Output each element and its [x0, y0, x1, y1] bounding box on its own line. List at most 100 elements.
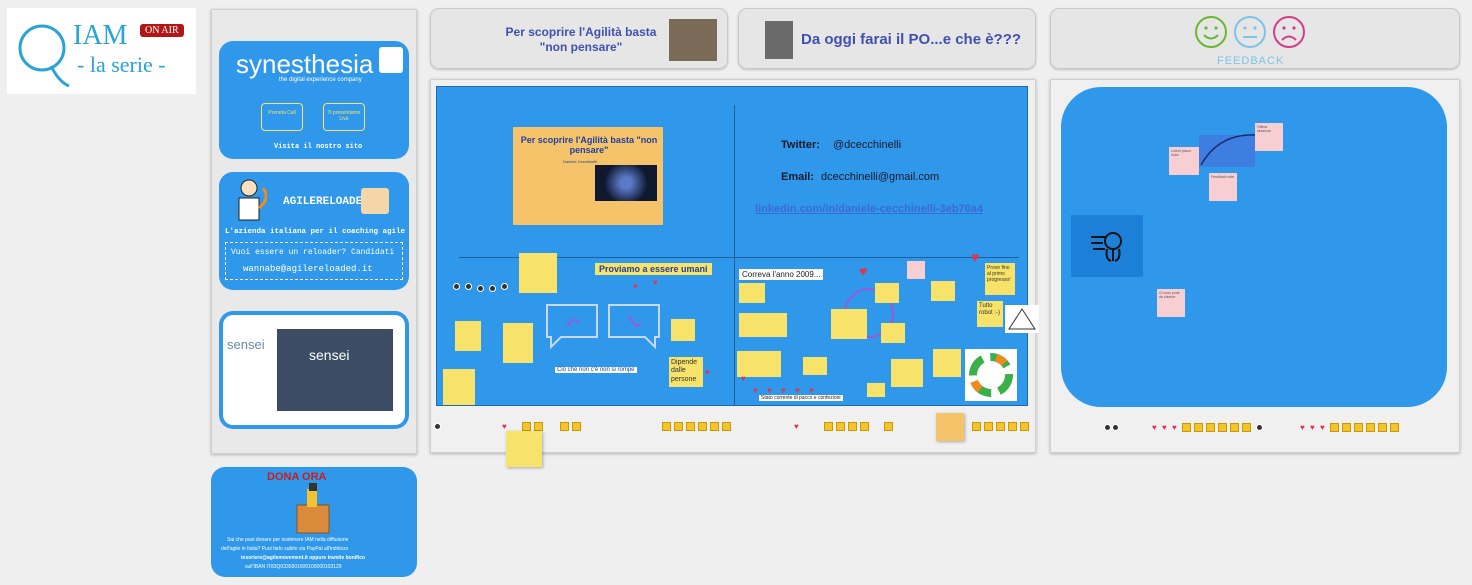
reaction-square[interactable] — [1378, 423, 1387, 432]
tab-non-pensare[interactable]: Per scoprire l'Agilità basta "non pensar… — [430, 8, 728, 69]
heart-icon[interactable]: ♥ — [809, 386, 814, 395]
feedback-header[interactable]: FEEDBACK — [1050, 8, 1460, 69]
heart-icon[interactable]: ♥ — [1172, 423, 1177, 432]
sensei-card[interactable]: sensei sensei Visita il nostro sito — [219, 311, 409, 429]
synesthesia-link[interactable]: Visita il nostro sito — [274, 143, 363, 151]
heart-icon[interactable]: ♥ — [705, 368, 710, 377]
reaction-square[interactable] — [836, 422, 845, 431]
heart-icon[interactable]: ♥ — [502, 422, 507, 431]
happy-face-icon[interactable] — [1194, 15, 1228, 49]
sad-face-icon[interactable] — [1272, 15, 1306, 49]
heart-icon[interactable]: ♥ — [1152, 423, 1157, 432]
tab-po[interactable]: Da oggi farai il PO...e che è??? — [738, 8, 1036, 69]
reaction-square[interactable] — [572, 422, 581, 431]
reaction-square[interactable] — [686, 422, 695, 431]
synesthesia-bubble-1[interactable]: Prenota Call — [261, 103, 303, 131]
agilereloaded-card[interactable]: AGILERELOADED L'azienda italiana per il … — [219, 172, 409, 290]
reaction-square[interactable] — [996, 422, 1005, 431]
heart-icon[interactable]: ♥ — [1310, 423, 1315, 432]
heart-icon[interactable]: ♥ — [795, 386, 800, 395]
reaction-square[interactable] — [1330, 423, 1339, 432]
sticky-note[interactable] — [867, 383, 885, 397]
sticky-note[interactable] — [737, 351, 781, 377]
logo-brand: IAM — [73, 20, 128, 51]
reaction-square[interactable] — [662, 422, 671, 431]
reaction-square[interactable] — [698, 422, 707, 431]
reaction-square[interactable] — [674, 422, 683, 431]
sticky-note[interactable] — [503, 323, 533, 363]
board-divider-horizontal — [459, 257, 1019, 258]
sticky-note[interactable] — [443, 369, 475, 405]
sticky-note[interactable] — [803, 357, 827, 375]
sticky-note[interactable] — [671, 319, 695, 341]
heart-icon[interactable]: ♥ — [767, 386, 772, 395]
dragging-sticky[interactable] — [506, 431, 542, 467]
donate-card[interactable]: DONA ORA Sai che puoi donare per sostene… — [211, 467, 417, 577]
reaction-square[interactable] — [1390, 423, 1399, 432]
reaction-square[interactable] — [1206, 423, 1215, 432]
reaction-square[interactable] — [860, 422, 869, 431]
heart-icon[interactable]: ♥ — [653, 278, 658, 287]
sticky-note-pink[interactable] — [907, 261, 925, 279]
sensei-link[interactable]: Visita il nostro sito — [287, 419, 328, 425]
reaction-square[interactable] — [884, 422, 893, 431]
reaction-square[interactable] — [1218, 423, 1227, 432]
sticky-dipende[interactable]: Dipende dalle persone — [669, 357, 703, 387]
reaction-square[interactable] — [534, 422, 543, 431]
sticky-note[interactable] — [933, 349, 961, 377]
reaction-square[interactable] — [1194, 423, 1203, 432]
sticky-note[interactable] — [875, 283, 899, 303]
heart-icon[interactable]: ♥ — [633, 282, 638, 291]
sticky-note[interactable] — [739, 313, 787, 337]
reaction-square[interactable] — [1182, 423, 1191, 432]
sticky-robot[interactable]: Tutto robot :-) — [977, 301, 1003, 327]
heart-icon[interactable]: ♥ — [753, 386, 758, 395]
heart-icon[interactable]: ♥ — [741, 374, 746, 383]
board-divider-vertical — [734, 105, 735, 405]
heart-icon[interactable]: ♥ — [1162, 423, 1167, 432]
sticky-prove[interactable]: Prove fino al primo progresso! — [985, 263, 1015, 295]
reaction-square[interactable] — [522, 422, 531, 431]
sticky-note[interactable] — [519, 253, 557, 293]
wheel-diagram-icon — [965, 349, 1017, 401]
agilereloaded-line1: L'azienda italiana per il coaching agile — [225, 228, 406, 236]
sticky-note[interactable] — [831, 309, 867, 339]
reaction-square[interactable] — [1020, 422, 1029, 431]
feedback-note[interactable]: Feedback note — [1209, 173, 1237, 201]
reaction-square[interactable] — [972, 422, 981, 431]
agilereloaded-email[interactable]: wannabe@agilereloaded.it — [243, 264, 373, 274]
reaction-square[interactable] — [984, 422, 993, 431]
heart-icon[interactable]: ♥ — [971, 249, 980, 265]
feedback-note[interactable]: Ci sono punti da chiarire — [1157, 289, 1185, 317]
reaction-square[interactable] — [1342, 423, 1351, 432]
sticky-note[interactable] — [931, 281, 955, 301]
email-label: Email: — [781, 171, 815, 183]
linkedin-link[interactable]: linkedin.com/in/daniele-cecchinelli-3eb7… — [755, 203, 984, 215]
feedback-note[interactable]: Lorem ipsum dolor — [1169, 147, 1199, 175]
sticky-note[interactable] — [881, 323, 905, 343]
synesthesia-card[interactable]: synesthesia the digital experience compa… — [219, 41, 409, 159]
reaction-square[interactable] — [1354, 423, 1363, 432]
heart-icon[interactable]: ♥ — [1300, 423, 1305, 432]
reaction-square[interactable] — [824, 422, 833, 431]
sticky-note[interactable] — [739, 283, 765, 303]
reaction-square[interactable] — [722, 422, 731, 431]
corre-text: Correva l'anno 2009... — [742, 270, 821, 279]
reaction-square[interactable] — [1366, 423, 1375, 432]
reaction-square[interactable] — [1242, 423, 1251, 432]
reaction-square[interactable] — [1230, 423, 1239, 432]
reaction-square[interactable] — [848, 422, 857, 431]
heart-icon[interactable]: ♥ — [794, 422, 799, 431]
heart-icon[interactable]: ♥ — [781, 386, 786, 395]
heart-icon[interactable]: ♥ — [859, 263, 868, 279]
sticky-note[interactable] — [891, 359, 923, 387]
reaction-square[interactable] — [1008, 422, 1017, 431]
dragging-sticky[interactable] — [936, 413, 964, 441]
neutral-face-icon[interactable] — [1233, 15, 1267, 49]
sticky-note[interactable] — [455, 321, 481, 351]
reaction-square[interactable] — [710, 422, 719, 431]
reaction-square[interactable] — [560, 422, 569, 431]
feedback-note[interactable]: Ottima sessione — [1255, 123, 1283, 151]
synesthesia-bubble-2[interactable]: Ti presentiamo Live — [323, 103, 365, 131]
heart-icon[interactable]: ♥ — [1320, 423, 1325, 432]
